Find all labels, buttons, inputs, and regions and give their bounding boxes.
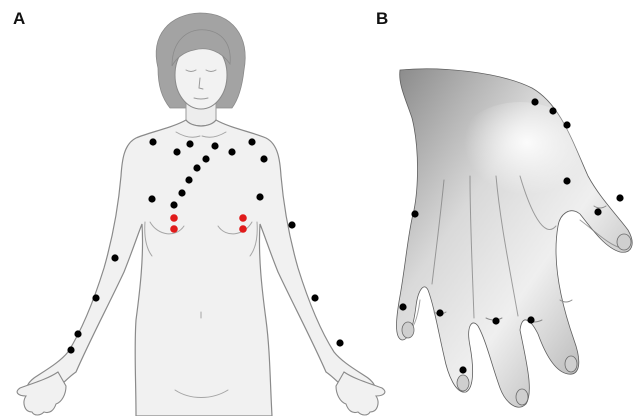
marker <box>399 303 406 310</box>
marker <box>436 309 443 316</box>
marker-red <box>170 225 178 233</box>
marker <box>248 138 255 145</box>
marker <box>228 148 235 155</box>
marker <box>148 195 155 202</box>
body-figure <box>17 13 385 416</box>
marker <box>186 140 193 147</box>
marker <box>311 294 318 301</box>
marker <box>256 193 263 200</box>
marker <box>111 254 118 261</box>
hand-figure <box>397 69 633 407</box>
marker <box>260 155 267 162</box>
marker <box>193 164 200 171</box>
marker <box>594 208 601 215</box>
marker <box>492 317 499 324</box>
marker <box>563 121 570 128</box>
marker <box>149 138 156 145</box>
marker <box>185 176 192 183</box>
marker <box>549 107 556 114</box>
marker <box>531 98 538 105</box>
marker-red <box>239 214 247 222</box>
marker <box>173 148 180 155</box>
marker-red <box>239 225 247 233</box>
torso-silhouette <box>27 120 376 416</box>
marker <box>616 194 623 201</box>
hand-highlight <box>450 102 590 218</box>
marker <box>563 177 570 184</box>
marker <box>211 142 218 149</box>
marker <box>92 294 99 301</box>
marker <box>459 366 466 373</box>
marker <box>170 201 177 208</box>
marker <box>74 330 81 337</box>
marker <box>178 189 185 196</box>
marker <box>67 346 74 353</box>
marker <box>336 339 343 346</box>
marker <box>202 155 209 162</box>
marker-red <box>170 214 178 222</box>
marker <box>288 221 295 228</box>
marker <box>411 210 418 217</box>
marker <box>527 316 534 323</box>
